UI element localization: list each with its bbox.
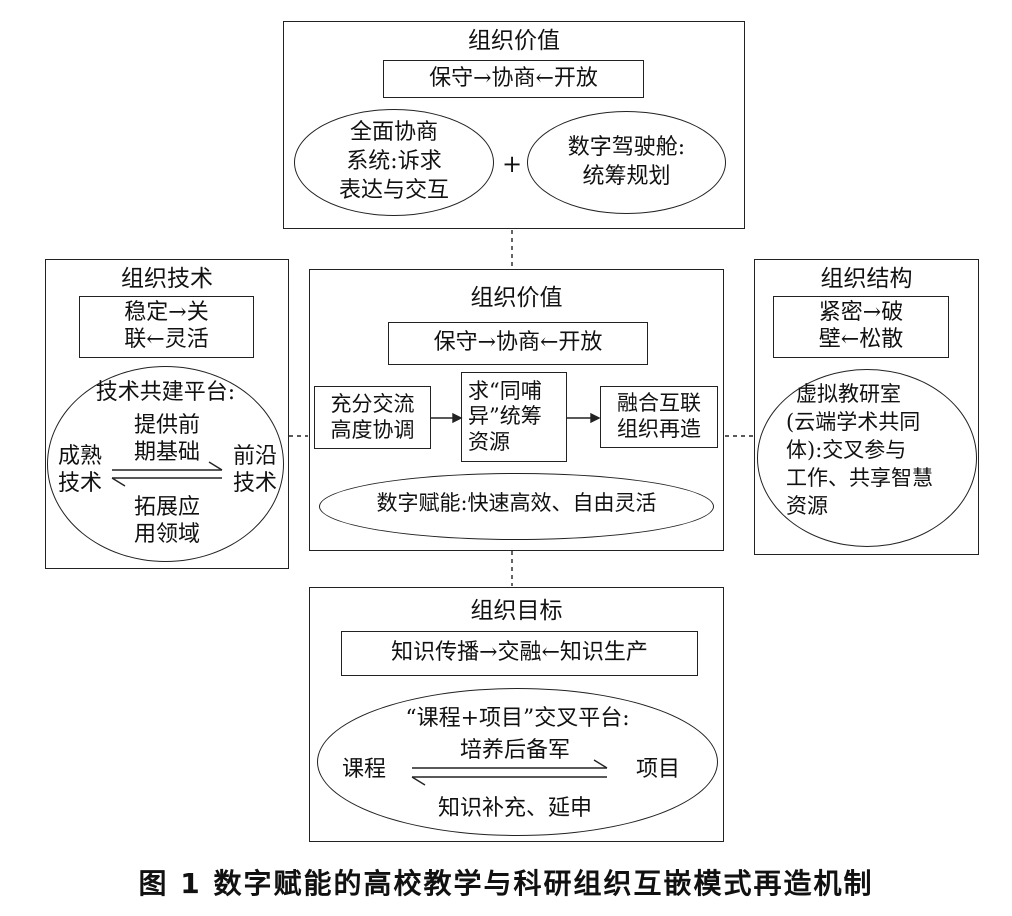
right-subtitle-line-2: 壁←松散 bbox=[818, 327, 904, 352]
left-mature-tech-node: 成熟 技术 bbox=[50, 443, 110, 497]
bottom-box-title: 组织目标 bbox=[470, 598, 563, 624]
top-right-line-1: 数字驾驶舱: bbox=[567, 135, 686, 160]
top-left-ellipse bbox=[294, 109, 494, 216]
left-platform-ellipse bbox=[47, 366, 284, 562]
bottom-subtitle-text: 知识传播→交融←知识生产 bbox=[391, 640, 648, 666]
center-step-3: 融合互联 组织再造 bbox=[600, 386, 718, 448]
left-upper-line-1: 提供前 bbox=[133, 413, 200, 438]
left-lower-line-1: 拓展应 bbox=[133, 495, 200, 520]
bottom-platform-label: “课程+项目”交叉平台: bbox=[405, 706, 630, 731]
bottom-box-subtitle: 知识传播→交融←知识生产 bbox=[341, 631, 698, 676]
step2-line-1: 求“同哺 bbox=[468, 378, 542, 403]
step3-line-2: 组织再造 bbox=[617, 417, 701, 441]
left-platform-label: 技术共建平台: bbox=[95, 380, 236, 405]
top-box-subtitle: 保守→协商←开放 bbox=[383, 60, 644, 98]
bottom-upper-label: 培养后备军 bbox=[459, 738, 570, 763]
bottom-lower-label: 知识补充、延申 bbox=[437, 796, 592, 821]
top-left-line-1: 全面协商 bbox=[349, 120, 438, 145]
left-node-line-1: 成熟 bbox=[57, 444, 102, 469]
right-ellipse-line-5: 资源 bbox=[786, 494, 828, 518]
step1-line-2: 高度协调 bbox=[330, 417, 415, 442]
top-box-subtitle-text: 保守→协商←开放 bbox=[429, 65, 598, 91]
center-step-2: 求“同哺 异”统筹 资源 bbox=[461, 372, 567, 462]
left-frontier-tech-node: 前沿 技术 bbox=[225, 443, 285, 497]
right-ellipse-line-3: 体):交叉参与 bbox=[786, 438, 907, 462]
right-virtual-lab-ellipse bbox=[757, 369, 977, 547]
top-right-ellipse-text: 数字驾驶舱: 统筹规划 bbox=[527, 133, 726, 191]
center-ellipse-text: 数字赋能:快速高效、自由灵活 bbox=[376, 491, 657, 515]
center-box-subtitle: 保守→协商←开放 bbox=[388, 322, 648, 365]
left-lower-label: 拓展应 用领域 bbox=[118, 494, 216, 548]
left-upper-label: 提供前 期基础 bbox=[118, 412, 216, 466]
center-digital-empowerment-ellipse bbox=[319, 473, 714, 540]
right-subtitle-line-1: 紧密→破 bbox=[818, 300, 904, 326]
left-lower-line-2: 用领域 bbox=[133, 522, 200, 547]
center-step-1: 充分交流 高度协调 bbox=[314, 386, 431, 449]
right-box-title: 组织结构 bbox=[820, 266, 913, 292]
top-left-line-2: 系统:诉求 bbox=[346, 149, 442, 174]
step2-line-3: 资源 bbox=[468, 429, 510, 454]
left-box-title: 组织技术 bbox=[121, 266, 213, 292]
right-node-line-1: 前沿 bbox=[232, 444, 277, 469]
figure-caption: 图 1 数字赋能的高校教学与科研组织互嵌模式再造机制 bbox=[138, 867, 874, 900]
top-left-ellipse-text: 全面协商 系统:诉求 表达与交互 bbox=[294, 118, 494, 205]
right-ellipse-line-1: 虚拟教研室 bbox=[796, 382, 901, 406]
left-subtitle-line-2: 联←灵活 bbox=[124, 327, 209, 352]
right-node-line-2: 技术 bbox=[232, 471, 277, 496]
left-node-line-2: 技术 bbox=[57, 471, 102, 496]
step3-line-1: 融合互联 bbox=[617, 391, 701, 416]
top-right-line-2: 统筹规划 bbox=[582, 164, 671, 189]
right-ellipse-text: 虚拟教研室 (云端学术共同 体):交叉参与 工作、共享智慧 资源 bbox=[786, 380, 968, 520]
top-right-ellipse bbox=[527, 111, 726, 214]
bottom-project-node: 项目 bbox=[636, 757, 681, 782]
left-box-subtitle: 稳定→关 联←灵活 bbox=[79, 296, 254, 358]
step1-line-1: 充分交流 bbox=[330, 391, 415, 416]
center-subtitle-text: 保守→协商←开放 bbox=[433, 330, 603, 356]
step2-line-2: 异”统筹 bbox=[468, 404, 542, 429]
top-box-title: 组织价值 bbox=[468, 28, 560, 54]
bottom-platform-ellipse bbox=[317, 688, 718, 836]
left-subtitle-line-1: 稳定→关 bbox=[124, 300, 209, 326]
bottom-course-node: 课程 bbox=[342, 757, 387, 782]
right-ellipse-line-4: 工作、共享智慧 bbox=[786, 466, 933, 490]
right-ellipse-line-2: (云端学术共同 bbox=[786, 410, 921, 434]
right-box-subtitle: 紧密→破 壁←松散 bbox=[773, 296, 949, 358]
center-box-title: 组织价值 bbox=[470, 285, 563, 311]
top-left-line-3: 表达与交互 bbox=[338, 178, 449, 203]
left-upper-line-2: 期基础 bbox=[133, 440, 200, 465]
plus-sign: + bbox=[501, 150, 523, 178]
